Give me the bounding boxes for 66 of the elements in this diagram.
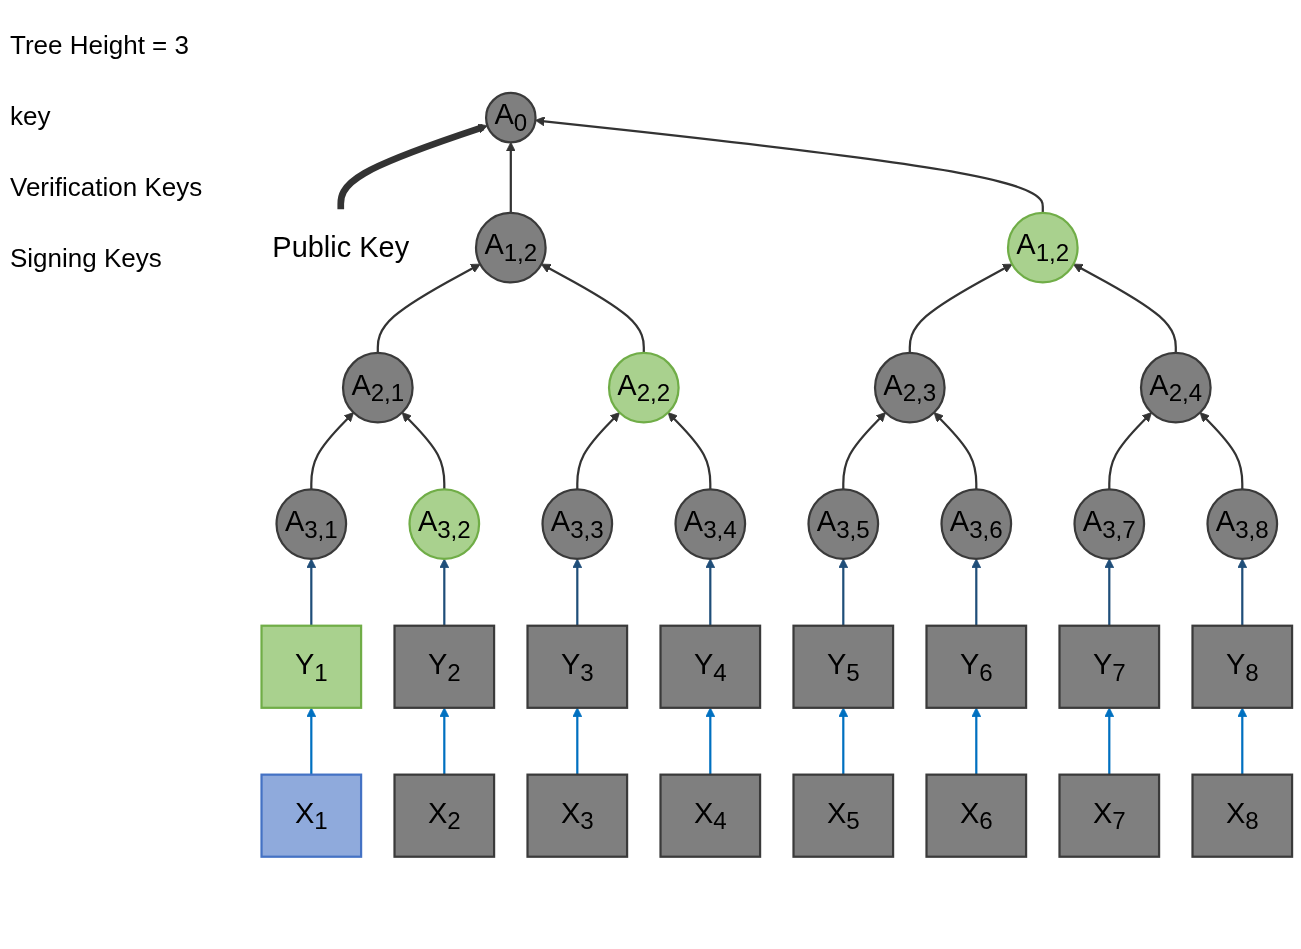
arrow — [842, 411, 886, 489]
note-text: key — [10, 101, 52, 132]
note-text: Tree Height = 3 — [10, 30, 190, 61]
arrow — [667, 411, 712, 489]
node-circle: A$_{3,1}$ — [275, 487, 348, 560]
arrow — [401, 411, 446, 489]
arrow — [1237, 707, 1248, 775]
node-box: Y$_{8}$ — [1191, 624, 1294, 709]
node-box: Y$_{4}$ — [659, 624, 762, 709]
node-circle: A$_{3,2}$ — [408, 487, 481, 560]
arrow — [1199, 411, 1244, 489]
node-circle: A$_{3,4}$ — [674, 487, 747, 560]
node-circle: A$_{3,3}$ — [541, 487, 614, 560]
arrow — [1108, 411, 1152, 489]
arrow — [572, 707, 583, 775]
node-circle: A$_{2,1}$ — [341, 351, 414, 424]
arrow — [705, 558, 716, 626]
node-circle: A$_{2,2}$ — [607, 351, 680, 424]
arrow — [1104, 558, 1115, 626]
node-box: X$_{7}$ — [1058, 773, 1161, 858]
note-text: Signing Keys — [10, 243, 163, 274]
arrow — [439, 707, 450, 775]
arrow — [572, 558, 583, 626]
node-circle: A$_{3,6}$ — [940, 487, 1013, 560]
arrow — [908, 263, 1013, 353]
node-text: Public Key — [272, 230, 410, 264]
node-box: Y$_{2}$ — [393, 624, 496, 709]
arrow — [439, 558, 450, 626]
node-box: Y$_{5}$ — [792, 624, 895, 709]
node-circle: A$_{2,3}$ — [873, 351, 946, 424]
node-circle: A$_{1,2}$ — [1006, 211, 1079, 284]
node-box: X$_{6}$ — [925, 773, 1028, 858]
arrow — [971, 558, 982, 626]
node-box: Y$_{7}$ — [1058, 624, 1161, 709]
arrow — [376, 263, 481, 353]
arrow — [310, 411, 354, 489]
node-box: X$_{8}$ — [1191, 773, 1294, 858]
node-box: X$_{2}$ — [393, 773, 496, 858]
arrow — [838, 558, 849, 626]
node-circle: A$_{2,4}$ — [1139, 351, 1212, 424]
node-circle: A$_{3,8}$ — [1206, 487, 1279, 560]
node-box: Y$_{3}$ — [526, 624, 629, 709]
node-box: X$_{5}$ — [792, 773, 895, 858]
arrow — [933, 411, 978, 489]
node-box: X$_{4}$ — [659, 773, 762, 858]
arrow — [306, 558, 317, 626]
node-box: Y$_{1}$ — [260, 624, 363, 709]
arrow — [1237, 558, 1248, 626]
node-box: Y$_{6}$ — [925, 624, 1028, 709]
arrow — [540, 263, 645, 353]
arrow — [705, 707, 716, 775]
node-box: X$_{1}$ — [260, 773, 363, 858]
node-circle: A$_{1,2}$ — [474, 211, 547, 284]
node-circle: A$_{3,7}$ — [1073, 487, 1146, 560]
arrow — [505, 141, 516, 213]
arrow — [971, 707, 982, 775]
node-circle: A$_{0}$ — [484, 91, 537, 144]
arrow — [1072, 263, 1177, 353]
node-circle: A$_{3,5}$ — [807, 487, 880, 560]
arrow — [576, 411, 620, 489]
node-box: X$_{3}$ — [526, 773, 629, 858]
note-text: Verification Keys — [10, 172, 204, 203]
arrow — [1104, 707, 1115, 775]
arrow — [337, 123, 488, 209]
arrow — [838, 707, 849, 775]
arrow — [306, 707, 317, 775]
